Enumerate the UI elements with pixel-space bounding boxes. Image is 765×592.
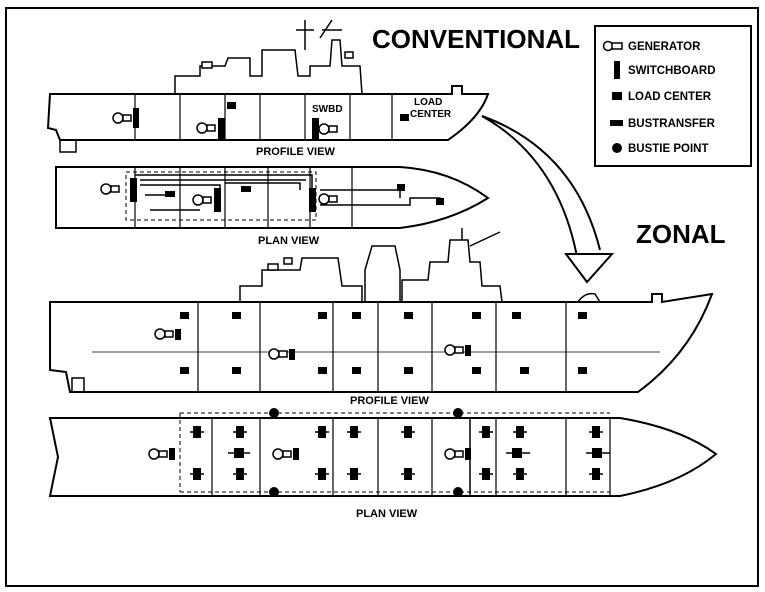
legend-label-bus-tie-point: BUSTIE POINT bbox=[628, 143, 709, 155]
center-label: CENTER bbox=[410, 109, 452, 120]
conventional-plan-label: PLAN VIEW bbox=[258, 235, 320, 247]
generator-icon bbox=[319, 194, 337, 204]
switchboard-icon bbox=[614, 61, 620, 79]
load-center-icon bbox=[612, 92, 622, 100]
generator-icon bbox=[193, 195, 211, 205]
generator-icon bbox=[269, 349, 287, 359]
load-center-icon bbox=[397, 184, 405, 191]
load-center-icon bbox=[352, 312, 361, 319]
switchboard-icon bbox=[218, 118, 225, 140]
zonal-profile-view: PROFILE VIEW bbox=[50, 228, 712, 407]
conventional-superstructure bbox=[175, 20, 362, 94]
conventional-rudder bbox=[60, 140, 76, 152]
generator-icon bbox=[155, 329, 173, 339]
generator-icon bbox=[101, 184, 119, 194]
generator-icon bbox=[319, 124, 337, 134]
legend-label-bus-transfer: BUSTRANSFER bbox=[628, 118, 716, 130]
load-center-icon bbox=[318, 367, 327, 374]
zonal-hull bbox=[50, 294, 712, 392]
swbd-label: SWBD bbox=[312, 104, 343, 115]
switchboard-icon bbox=[312, 118, 319, 140]
load-center-icon bbox=[472, 312, 481, 319]
generator-icon bbox=[197, 123, 215, 133]
load-center-icon bbox=[404, 367, 413, 374]
switchboard-icon bbox=[175, 329, 181, 340]
generator-icon bbox=[604, 42, 623, 51]
legend-label-switchboard: SWITCHBOARD bbox=[628, 65, 716, 77]
load-center-icon bbox=[520, 367, 529, 374]
load-center-icon bbox=[352, 367, 361, 374]
switchboard-icon bbox=[465, 448, 471, 460]
load-center-icon bbox=[472, 367, 481, 374]
conventional-profile-label: PROFILE VIEW bbox=[256, 146, 335, 158]
legend-label-load-center: LOAD CENTER bbox=[628, 91, 712, 103]
load-center-icon bbox=[578, 367, 587, 374]
legend-label-generator: GENERATOR bbox=[628, 41, 701, 53]
switchboard-icon bbox=[309, 188, 316, 212]
generator-icon bbox=[149, 449, 167, 459]
load-center-icon bbox=[400, 114, 409, 121]
load-center-icon bbox=[180, 312, 189, 319]
bus-tie-point-icon bbox=[453, 408, 463, 418]
load-center-icon bbox=[232, 312, 241, 319]
load-label: LOAD bbox=[414, 97, 442, 108]
bus-transfer-icon bbox=[610, 120, 623, 126]
bus-transfer-icon bbox=[165, 191, 175, 197]
zonal-plan-view: PLAN VIEW bbox=[50, 408, 716, 520]
switchboard-icon bbox=[169, 448, 175, 460]
zonal-plan-label: PLAN VIEW bbox=[356, 508, 418, 520]
bus-tie-point-icon bbox=[612, 143, 622, 153]
bus-tie-point-icon bbox=[453, 487, 463, 497]
load-center-icon bbox=[227, 102, 236, 109]
load-center-icon bbox=[578, 312, 587, 319]
switchboard-icon bbox=[289, 349, 295, 360]
zonal-profile-label: PROFILE VIEW bbox=[350, 395, 429, 407]
generator-icon bbox=[113, 113, 131, 123]
legend: GENERATOR SWITCHBOARD LOAD CENTER BUSTRA… bbox=[595, 26, 751, 166]
load-center-icon bbox=[180, 367, 189, 374]
switchboard-icon bbox=[293, 448, 299, 460]
zonal-title: ZONAL bbox=[636, 219, 726, 249]
switchboard-icon bbox=[130, 178, 137, 202]
conventional-title: CONVENTIONAL bbox=[372, 24, 580, 54]
bus-transfer-icon bbox=[241, 186, 251, 192]
switchboard-icon bbox=[465, 345, 471, 356]
load-center-icon bbox=[318, 312, 327, 319]
conventional-plan-view: PLAN VIEW bbox=[56, 167, 488, 247]
transition-arrow bbox=[482, 116, 612, 282]
switchboard-icon bbox=[214, 188, 221, 212]
switchboard-icon bbox=[133, 108, 139, 128]
generator-icon bbox=[445, 449, 463, 459]
bus-tie-point-icon bbox=[269, 408, 279, 418]
generator-icon bbox=[273, 449, 291, 459]
generator-icon bbox=[445, 345, 463, 355]
load-center-icon bbox=[436, 198, 444, 205]
load-center-icon bbox=[512, 312, 521, 319]
load-center-icon bbox=[404, 312, 413, 319]
bus-tie-point-icon bbox=[269, 487, 279, 497]
load-center-icon bbox=[232, 367, 241, 374]
